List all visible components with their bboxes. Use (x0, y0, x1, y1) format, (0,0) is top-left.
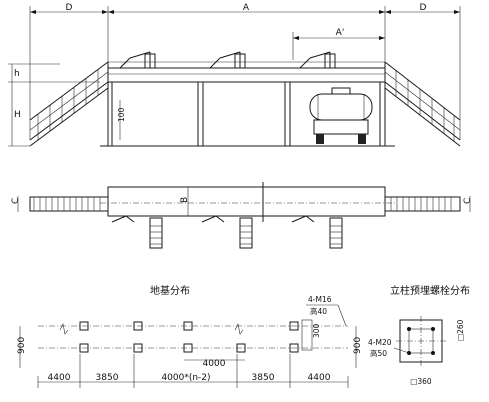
plan-arm-1 (111, 215, 163, 249)
dim-a-prime-label: A' (336, 28, 345, 38)
bottom-dim-3: 4000*(n-2) (161, 373, 210, 383)
foundation-pad (289, 343, 299, 353)
dim-b-label: B (180, 197, 190, 203)
plan-view: C B C (11, 182, 473, 249)
dim-a-label: A (243, 3, 250, 13)
right-stair-stringer (384, 81, 461, 141)
dim-h-label: h (14, 69, 20, 79)
dim-c-right-label: C (463, 198, 473, 204)
foundation-pad (183, 343, 193, 353)
dim-260-label: □260 (456, 319, 465, 341)
dim-360-label: □360 (410, 377, 432, 386)
dim-d-left-label: D (66, 3, 73, 13)
foundation-pad (183, 321, 193, 331)
bolt-hole (431, 327, 435, 331)
arrow (379, 10, 385, 14)
left-stair-midrail (29, 71, 109, 131)
dim-4000-label: 4000 (203, 359, 226, 369)
foundation-pad (133, 343, 143, 353)
foundation-bolt-label: 4-M16 (308, 295, 332, 304)
arrow (30, 10, 36, 14)
bolt-hole (407, 327, 411, 331)
left-stair-stringer-2 (29, 87, 109, 147)
elevation-view: D A D A' h H (8, 3, 461, 147)
column-bolt-label: 4-M20 (368, 338, 392, 347)
loading-arm (119, 51, 156, 69)
arrow (385, 10, 391, 14)
platform-deck (107, 67, 386, 83)
arrow (379, 36, 385, 40)
column-title: 立柱预埋螺栓分布 (390, 284, 470, 297)
arrow (454, 10, 460, 14)
dim-100-label: 100 (117, 107, 126, 122)
bottom-dim-4: 3850 (252, 373, 275, 383)
loading-arm (299, 51, 336, 69)
platform-body (107, 186, 386, 217)
dim-900-left-label: 900 (17, 337, 27, 354)
dim-h-upper-label: H (14, 110, 21, 120)
plan-arm-2 (201, 215, 253, 249)
foundation-pad (289, 321, 299, 331)
right-stair-stringer-2 (384, 87, 461, 147)
foundation-layout: 地基分布 4-M16 高40 300 900 900 4000 (17, 284, 363, 388)
left-walkway (29, 196, 109, 212)
left-stair-stringer (29, 81, 109, 141)
plan-arm-3 (291, 215, 343, 249)
break-mark (59, 323, 69, 335)
tanker-truck (309, 87, 373, 144)
foundation-pad (236, 343, 246, 353)
foundation-pad (79, 343, 89, 353)
column-bolt-layout: 立柱预埋螺栓分布 4-M20 高50 □260 □360 (368, 284, 470, 386)
bottom-dim-2: 3850 (96, 373, 119, 383)
dim-300-label: 300 (312, 323, 321, 338)
break-mark (234, 323, 244, 335)
dim-d-right-label: D (420, 3, 427, 13)
right-walkway (384, 196, 461, 212)
arrow (293, 36, 299, 40)
bottom-dim-5: 4400 (308, 373, 331, 383)
support-column (284, 81, 291, 147)
bottom-dim-1: 4400 (48, 373, 71, 383)
right-stair-midrail (384, 71, 461, 131)
support-column (197, 81, 204, 147)
arrow (108, 10, 114, 14)
dim-900-right-label: 900 (353, 337, 363, 354)
dim-c-left-label: C (11, 198, 21, 204)
foundation-pad (133, 321, 143, 331)
arrow (102, 10, 108, 14)
foundation-title: 地基分布 (150, 284, 190, 297)
bolt-hole (431, 351, 435, 355)
foundation-pad (79, 321, 89, 331)
left-stair-handrail (29, 61, 109, 121)
loading-arm (209, 51, 246, 69)
right-stair-handrail (384, 61, 461, 121)
column-bolt-height: 高50 (370, 348, 387, 358)
foundation-bolt-height: 高40 (310, 306, 327, 316)
